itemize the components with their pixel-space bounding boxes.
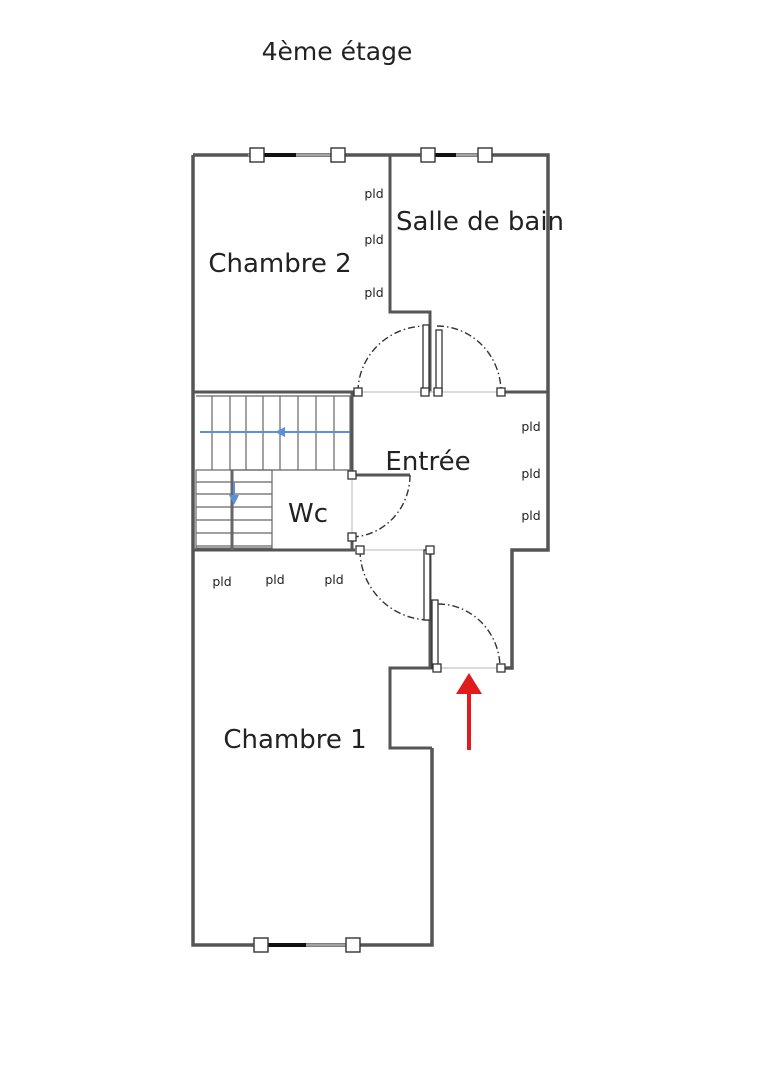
- closet-label: pld: [265, 572, 284, 587]
- room-label-entree: Entrée: [385, 447, 470, 477]
- floor-title: 4ème étage: [262, 37, 413, 66]
- window-chambre2: [248, 147, 346, 163]
- closet-label: pld: [521, 419, 540, 434]
- window-salle-de-bain: [420, 147, 493, 163]
- closet-label: pld: [364, 285, 383, 300]
- room-label-wc: Wc: [288, 499, 328, 529]
- entrance-arrow-icon: [456, 673, 482, 750]
- closet-label: pld: [364, 232, 383, 247]
- door-entrance: [431, 599, 506, 673]
- room-label-chambre1: Chambre 1: [223, 725, 366, 755]
- room-label-chambre2: Chambre 2: [208, 249, 351, 279]
- staircase: [195, 395, 352, 550]
- door-wc: [347, 470, 411, 542]
- closet-label: pld: [324, 572, 343, 587]
- closet-label: pld: [521, 508, 540, 523]
- window-chambre1: [253, 937, 361, 953]
- room-label-salle-de-bain: Salle de bain: [396, 207, 564, 237]
- closet-label: pld: [521, 466, 540, 481]
- closet-label: pld: [212, 574, 231, 589]
- closet-label: pld: [364, 186, 383, 201]
- door-double-upper: [353, 324, 506, 397]
- door-chambre1: [355, 545, 435, 621]
